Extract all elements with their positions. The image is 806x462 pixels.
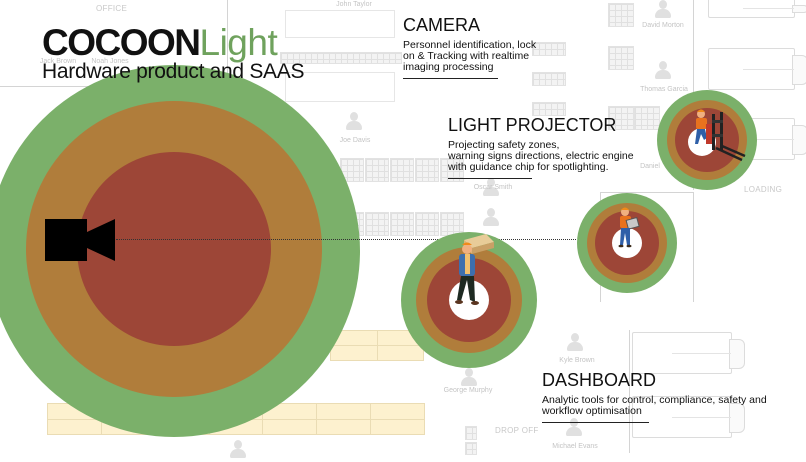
- person-name: Noah Jones: [91, 58, 129, 65]
- truck: [708, 48, 806, 90]
- truck: [632, 396, 745, 438]
- desk-block: [390, 212, 414, 236]
- feature-line: on & Tracking with realtime: [403, 50, 530, 62]
- desk-block: [415, 158, 439, 182]
- feature-description: Personnel identification, lock on & Trac…: [403, 39, 537, 73]
- person-name: Oscar Smith: [473, 184, 513, 191]
- feature-light-projector: LIGHT PROJECTOR Projecting safety zones,…: [448, 115, 634, 179]
- person-icon: [483, 178, 499, 200]
- loading-bay-wall: [600, 192, 694, 193]
- truck: [708, 0, 806, 18]
- loading-bay-wall: [693, 192, 694, 302]
- person-icon: [483, 208, 499, 230]
- feature-description: Analytic tools for control, compliance, …: [542, 394, 767, 417]
- feature-title: LIGHT PROJECTOR: [448, 115, 617, 135]
- brand-logo: COCOONLight: [42, 22, 278, 63]
- person-icon: [567, 333, 583, 355]
- desk-block: [280, 52, 402, 64]
- person-name: Daniel: [640, 163, 660, 170]
- video-camera-icon: [45, 219, 115, 261]
- person-icon: [655, 61, 671, 83]
- desk-block: [465, 442, 477, 455]
- forklift-icon: [695, 109, 746, 162]
- zone-label-drop-off: DROP OFF: [495, 426, 539, 435]
- desk-block: [532, 72, 566, 86]
- desk-block: [532, 42, 566, 56]
- worker-tablet-icon: [618, 207, 640, 248]
- person-icon: [230, 440, 246, 462]
- truck: [632, 332, 745, 374]
- feature-dashboard: DASHBOARD Analytic tools for control, co…: [542, 370, 767, 423]
- person-name: David Morton: [642, 22, 684, 29]
- dropoff-wall: [629, 330, 630, 453]
- feature-line: with guidance chip for spotlighting.: [448, 161, 609, 173]
- feature-title: DASHBOARD: [542, 370, 657, 390]
- person-name: Michael Evans: [552, 443, 598, 450]
- worker-box-icon: [455, 234, 494, 305]
- desk-block: [365, 212, 389, 236]
- person-name: John Taylor: [336, 1, 372, 8]
- desk-block: [532, 102, 566, 116]
- person-name: Thomas Garcia: [640, 86, 688, 93]
- feature-divider: [448, 178, 532, 179]
- desk-block: [440, 158, 464, 182]
- desk-block: [390, 158, 414, 182]
- feature-line: workflow optimisation: [542, 405, 642, 417]
- desk-block: [285, 10, 395, 38]
- feature-divider: [403, 78, 498, 79]
- brand-name-light: Light: [199, 22, 278, 63]
- feature-camera: CAMERA Personnel identification, lock on…: [403, 15, 537, 79]
- feature-line: Personnel identification, lock: [403, 39, 537, 51]
- desk-block: [608, 106, 634, 130]
- desk-block: [285, 72, 395, 102]
- desk-block: [465, 426, 477, 440]
- person-icon: [655, 0, 671, 22]
- person-icon: [461, 368, 477, 390]
- zone-label-loading: LOADING: [744, 185, 783, 194]
- feature-line: imaging processing: [403, 61, 494, 73]
- person-icon: [346, 112, 362, 134]
- tracking-line: [116, 239, 576, 240]
- desk-block: [608, 46, 634, 70]
- person-name: Jack Brown: [39, 58, 77, 65]
- desk-block: [365, 158, 389, 182]
- feature-line: Projecting safety zones,: [448, 139, 560, 151]
- desk-block: [415, 212, 439, 236]
- desk-block: [634, 106, 660, 130]
- brand-name-bold: COCOON: [42, 22, 201, 63]
- zone-label-office: OFFICE: [96, 4, 128, 13]
- feature-divider: [542, 422, 649, 423]
- feature-title: CAMERA: [403, 15, 481, 35]
- feature-line: warning signs directions, electric engin…: [448, 150, 634, 162]
- work-table: [330, 330, 424, 361]
- desk-block: [440, 212, 464, 236]
- office-wall: [227, 0, 228, 87]
- person-name: Kyle Brown: [559, 357, 595, 364]
- person-name: George Murphy: [443, 387, 493, 394]
- feature-description: Projecting safety zones, warning signs d…: [448, 139, 634, 173]
- person-name: Joe Davis: [339, 137, 371, 144]
- feature-line: Analytic tools for control, compliance, …: [542, 394, 767, 406]
- page-subtitle: Hardware product and SAAS: [42, 60, 305, 83]
- desk-block: [608, 3, 634, 27]
- desk-block: [340, 158, 364, 182]
